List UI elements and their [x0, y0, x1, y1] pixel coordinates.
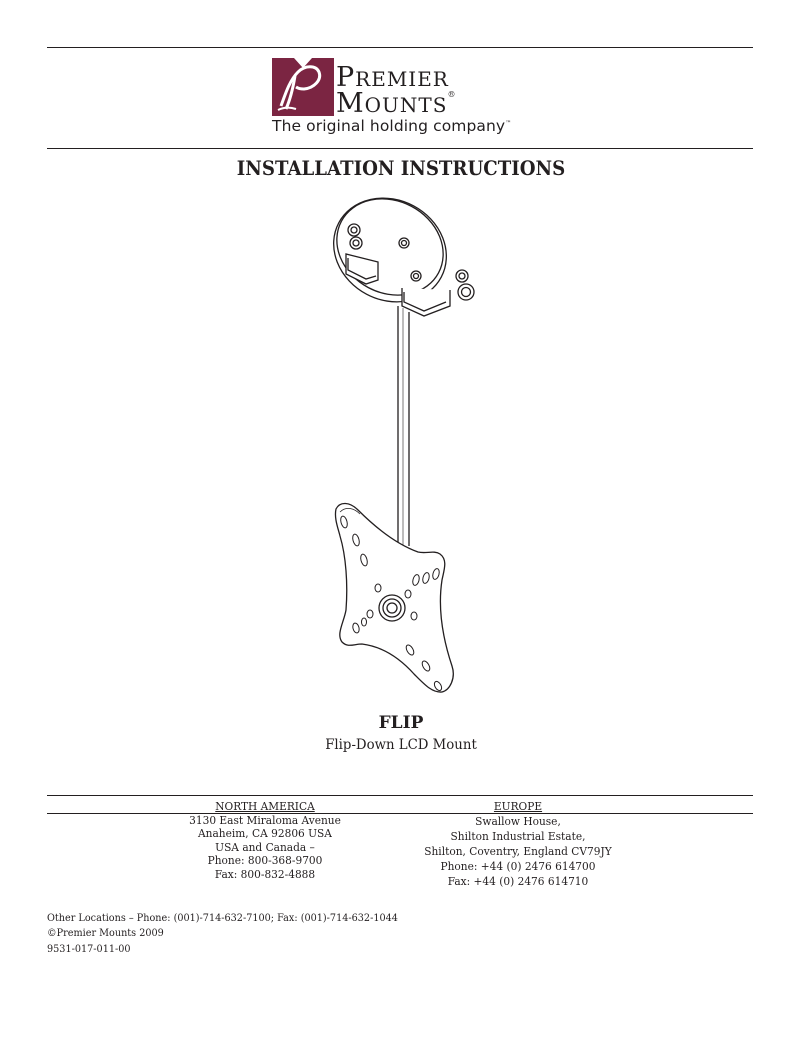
- north-america-address-line: Anaheim, CA 92806 USA: [198, 826, 332, 840]
- europe-phone: Phone: +44 (0) 2476 614700: [440, 859, 596, 873]
- premier-mounts-logo-icon: [272, 58, 334, 116]
- page-title: INSTALLATION INSTRUCTIONS: [236, 157, 566, 180]
- brand-name-line-2: MOUNTS®: [336, 88, 457, 119]
- europe-address-line: Swallow House,: [475, 814, 561, 828]
- copyright: ©Premier Mounts 2009: [47, 927, 164, 939]
- product-description: Flip-Down LCD Mount: [325, 737, 477, 753]
- flip-mount-illustration: [333, 197, 475, 693]
- europe-address-line: Shilton, Coventry, England CV79JY: [424, 844, 612, 858]
- contact-north-america: NORTH AMERICA 3130 East Miraloma Avenue …: [182, 799, 348, 881]
- north-america-fax: Fax: 800-832-4888: [214, 866, 316, 881]
- north-america-heading: NORTH AMERICA: [215, 799, 315, 813]
- top-rule: [47, 47, 753, 48]
- europe-address-line: Shilton Industrial Estate,: [450, 829, 586, 843]
- contact-europe: EUROPE Swallow House, Shilton Industrial…: [419, 799, 618, 889]
- contact-second-rule: [47, 813, 753, 814]
- europe-heading: EUROPE: [493, 799, 543, 813]
- north-america-address-line: 3130 East Miraloma Avenue: [189, 812, 341, 827]
- other-locations: Other Locations – Phone: (001)-714-632-7…: [47, 912, 398, 924]
- contact-top-rule: [47, 795, 753, 796]
- north-america-address-line: USA and Canada –: [215, 839, 315, 854]
- brand-tagline: The original holding company™: [272, 117, 512, 135]
- product-name: FLIP: [378, 713, 424, 733]
- part-number: 9531-017-011-00: [47, 943, 131, 955]
- logo-bottom-rule: [47, 148, 753, 149]
- brand-name-line-1: PREMIER: [336, 62, 449, 93]
- europe-fax: Fax: +44 (0) 2476 614710: [447, 874, 589, 888]
- north-america-phone: Phone: 800-368-9700: [207, 853, 323, 867]
